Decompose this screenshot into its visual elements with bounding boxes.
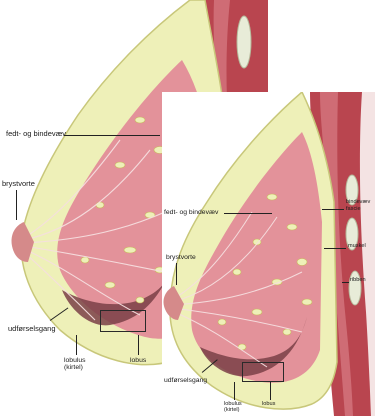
label-duct-back: udførselsgang bbox=[8, 325, 56, 333]
lobule-detail-box-back bbox=[100, 310, 146, 332]
label-rib-front: ribben bbox=[350, 278, 366, 284]
rib-back-1 bbox=[237, 16, 251, 68]
label-lobule-sub-front: (kirtel) bbox=[224, 408, 240, 414]
label-duct-front: udførselsgang bbox=[164, 377, 207, 384]
label-muscle-front: muskel bbox=[348, 244, 366, 250]
label-nipple-front: brystvorte bbox=[166, 254, 196, 261]
label-fat-front: fedt- og bindevæv bbox=[164, 209, 218, 216]
lobule-detail-box-front bbox=[242, 362, 284, 382]
label-lobe-front: lobus bbox=[262, 402, 275, 408]
label-fascia-sub-front: fascie bbox=[346, 207, 361, 213]
label-fat-back: fedt- og bindevæv bbox=[6, 130, 66, 138]
label-lobule-sub-back: (kirtel) bbox=[64, 364, 83, 371]
label-lobe-back: lobus bbox=[130, 357, 146, 364]
label-nipple-back: brystvorte bbox=[2, 180, 35, 188]
breast-anatomy-illustration-front: fedt- og bindevæv bindevæv fascie muskel… bbox=[162, 92, 375, 416]
label-fascia-front: bindevæv bbox=[346, 200, 370, 206]
